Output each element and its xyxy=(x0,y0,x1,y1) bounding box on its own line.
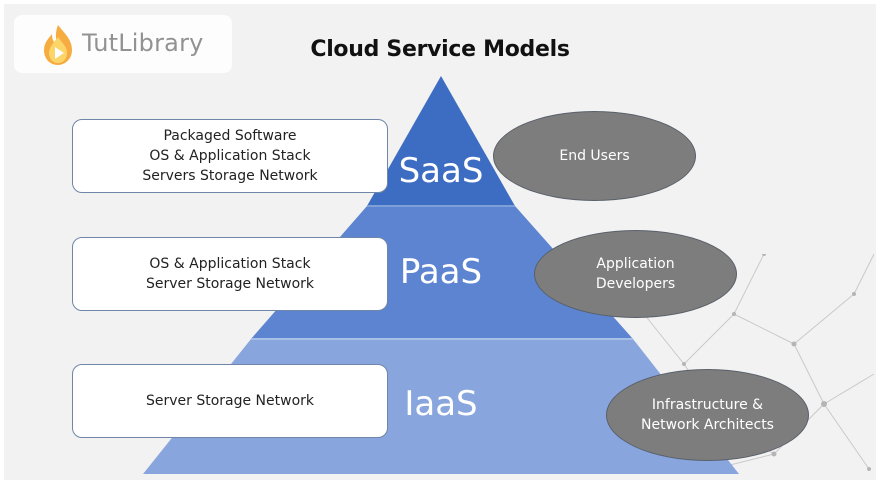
paas-users-ellipse: Application Developers xyxy=(534,230,737,318)
iaas-label: IaaS xyxy=(404,384,478,424)
box-line: Server Storage Network xyxy=(145,276,315,292)
pyramid-tier-saas xyxy=(367,76,515,206)
paas-stack-box: OS & Application Stack Server Storage Ne… xyxy=(72,237,388,311)
logo[interactable]: TutLibrary xyxy=(14,15,232,73)
ellipse-line: Infrastructure & xyxy=(651,397,764,413)
logo-text: TutLibrary xyxy=(82,29,204,57)
ellipse-line: End Users xyxy=(559,148,630,164)
box-line: Server Storage Network xyxy=(145,393,315,409)
flame-play-icon xyxy=(44,25,72,65)
saas-stack-box: Packaged Software OS & Application Stack… xyxy=(72,119,388,193)
saas-users-ellipse: End Users xyxy=(493,111,696,201)
ellipse-line: Application xyxy=(596,256,675,272)
paas-label: PaaS xyxy=(399,252,483,292)
box-line: Packaged Software xyxy=(163,128,297,144)
ellipse-line: Developers xyxy=(595,276,676,292)
slide: TutLibrary Cloud Service Models SaaS Paa… xyxy=(4,4,876,480)
box-line: OS & Application Stack xyxy=(149,256,311,272)
page-title: Cloud Service Models xyxy=(310,37,570,62)
box-line: Servers Storage Network xyxy=(142,168,318,184)
iaas-stack-box: Server Storage Network xyxy=(72,364,388,438)
saas-label: SaaS xyxy=(398,151,484,191)
box-line: OS & Application Stack xyxy=(149,148,311,164)
ellipse-line: Network Architects xyxy=(641,417,774,433)
iaas-users-ellipse: Infrastructure & Network Architects xyxy=(606,369,809,461)
